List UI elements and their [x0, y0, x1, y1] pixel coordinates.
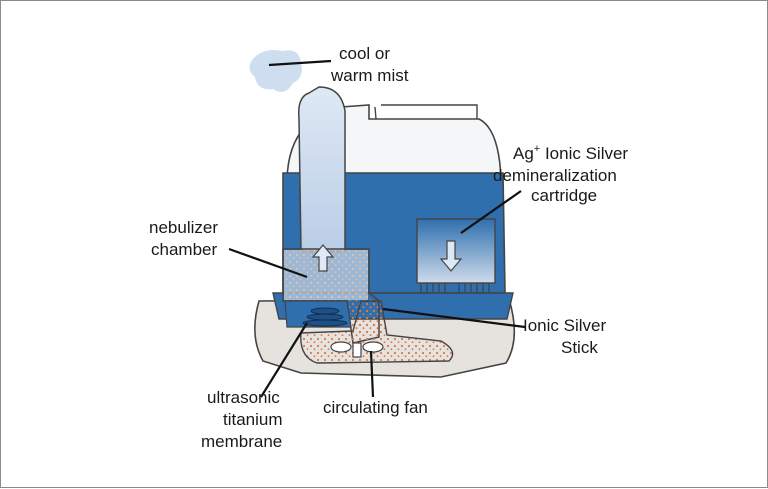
svg-text:cool or: cool or — [339, 44, 390, 63]
label-membrane: ultrasonic titanium membrane — [201, 388, 283, 451]
svg-text:demineralization: demineralization — [493, 166, 617, 185]
nebulizer-leader — [228, 247, 308, 279]
cartridge-down-arrow-icon — [439, 240, 463, 272]
ultrasonic-membrane — [302, 307, 348, 327]
svg-text:Stick: Stick — [561, 338, 598, 357]
cartridge-fins — [420, 283, 490, 293]
label-fan: circulating fan — [323, 398, 428, 417]
label-mist: cool or warm mist — [330, 44, 409, 85]
svg-text:Ag+ Ionic Silver: Ag+ Ionic Silver — [513, 143, 628, 163]
mist-leader — [268, 59, 332, 67]
lid-handle — [374, 104, 478, 120]
svg-text:circulating fan: circulating fan — [323, 398, 428, 417]
mist-puff — [249, 50, 302, 92]
membrane-leader — [260, 322, 308, 398]
svg-text:chamber: chamber — [151, 240, 217, 259]
svg-text:titanium: titanium — [223, 410, 283, 429]
svg-text:ultrasonic: ultrasonic — [207, 388, 280, 407]
mist-tube — [297, 86, 346, 252]
label-stick: Ionic Silver Stick — [523, 316, 606, 357]
fan-leader — [369, 350, 375, 398]
svg-text:warm mist: warm mist — [330, 66, 409, 85]
svg-text:Ionic Silver: Ionic Silver — [523, 316, 606, 335]
nebulizer-up-arrow-icon — [311, 244, 335, 272]
label-cartridge: Ag+ Ionic Silver demineralization cartri… — [493, 143, 628, 205]
cartridge-leader — [460, 190, 522, 234]
silver-cartridge — [416, 218, 496, 284]
circulating-fan — [330, 341, 384, 358]
label-nebulizer: nebulizer chamber — [149, 218, 218, 259]
svg-text:nebulizer: nebulizer — [149, 218, 218, 237]
stick-leader — [382, 307, 526, 329]
svg-text:cartridge: cartridge — [531, 186, 597, 205]
svg-text:membrane: membrane — [201, 432, 282, 451]
